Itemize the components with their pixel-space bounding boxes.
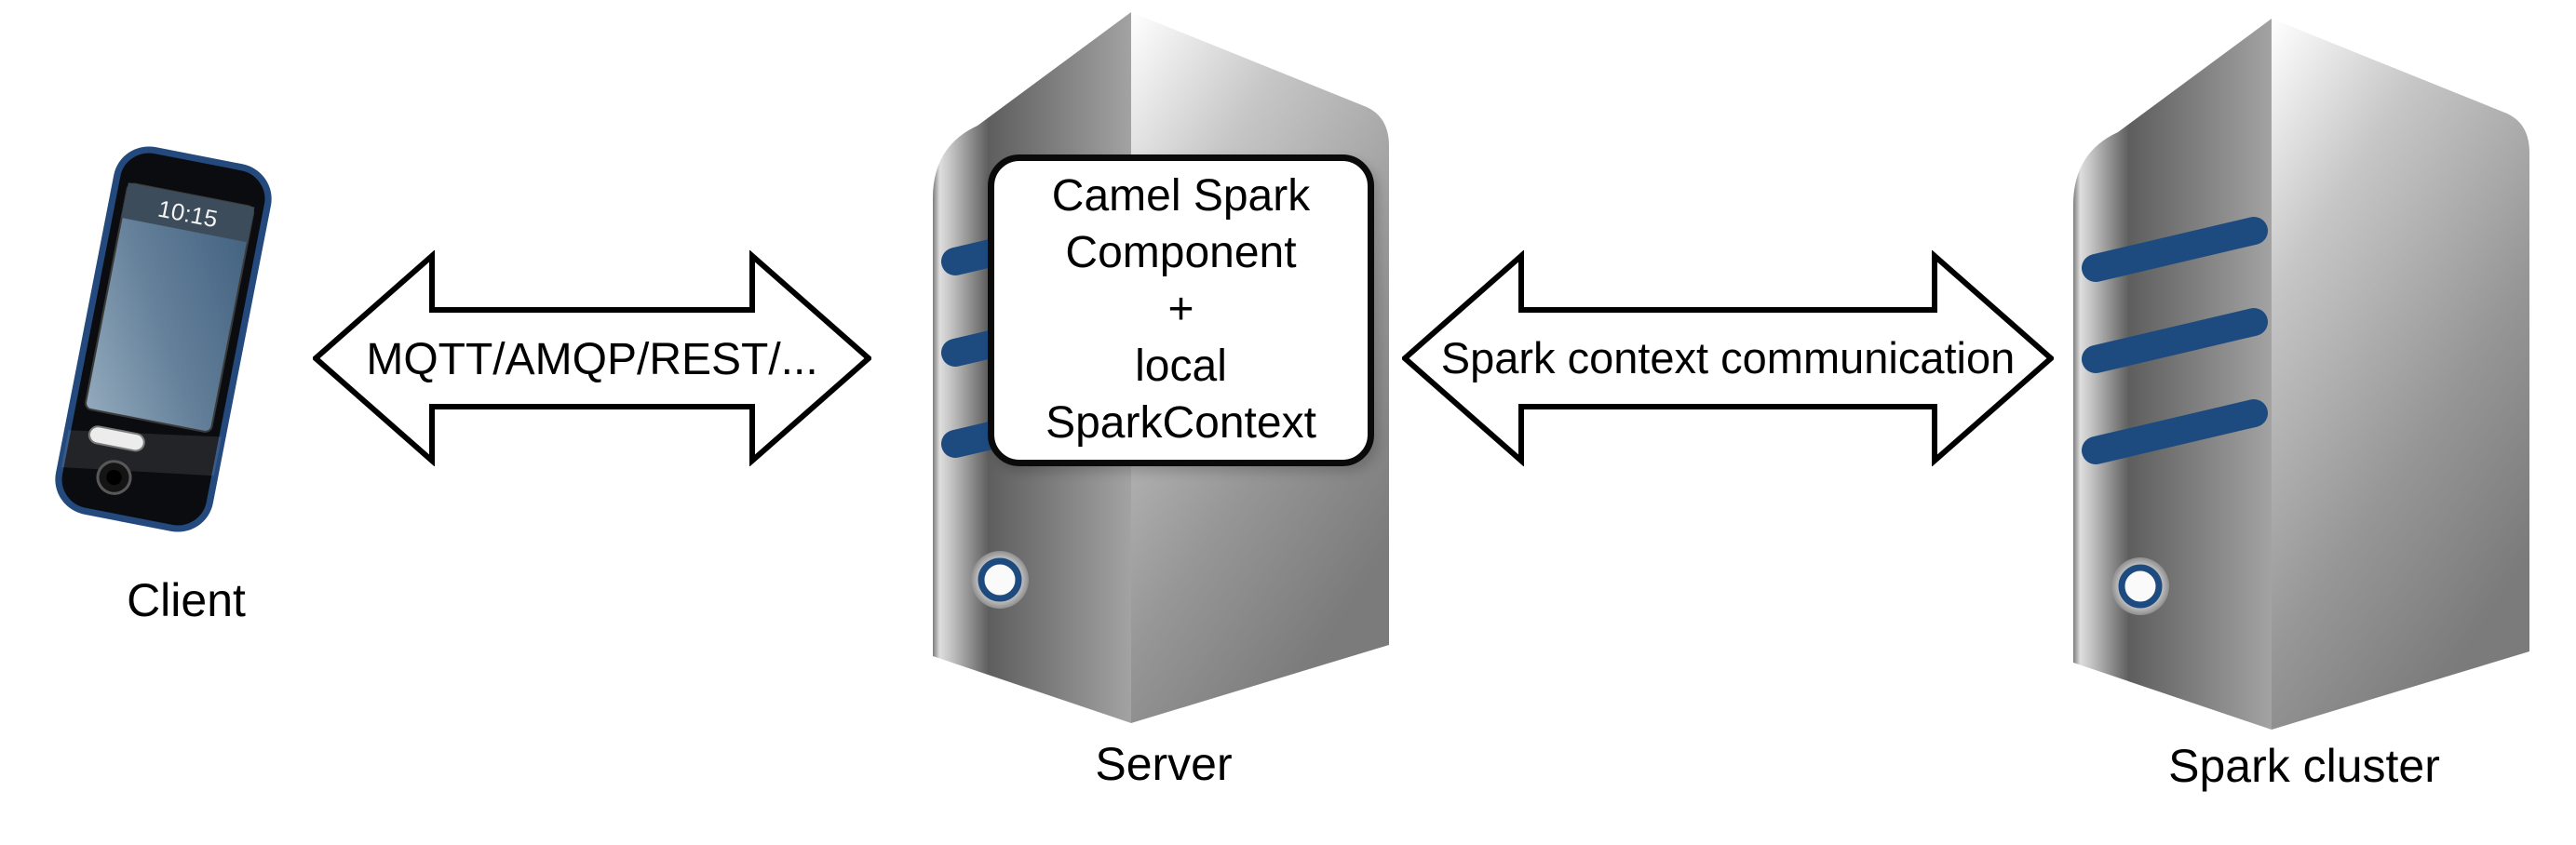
server-cluster-arrow: Spark context communication: [1402, 250, 2054, 466]
phone-statusbar: [121, 182, 255, 243]
callout-line: +: [1167, 285, 1194, 335]
double-arrow-shape: [1402, 250, 2054, 466]
client-server-arrow-label: MQTT/AMQP/REST/...: [366, 335, 817, 384]
callout-line: Camel Spark: [1051, 171, 1311, 221]
spark-cluster-label: Spark cluster: [2168, 740, 2440, 792]
callout-line: Component: [1065, 228, 1297, 278]
server-label: Server: [1095, 738, 1233, 790]
double-arrow-shape: [313, 250, 871, 466]
phone-speaker-slot: [88, 425, 145, 452]
client-phone-art: 10:15: [55, 146, 272, 532]
phone-screen: [84, 182, 255, 433]
phone-home-button: [96, 460, 132, 495]
server-cluster-arrow-label: Spark context communication: [1441, 333, 2016, 382]
callout-line: local: [1135, 341, 1227, 391]
server-callout: Camel Spark Component + local SparkConte…: [988, 154, 1374, 466]
client-phone: 10:15: [47, 139, 279, 540]
spark-cluster-tower: [2071, 11, 2537, 737]
client-server-arrow: MQTT/AMQP/REST/...: [313, 250, 871, 466]
client-label: Client: [127, 574, 246, 626]
callout-line: SparkContext: [1045, 397, 1316, 448]
